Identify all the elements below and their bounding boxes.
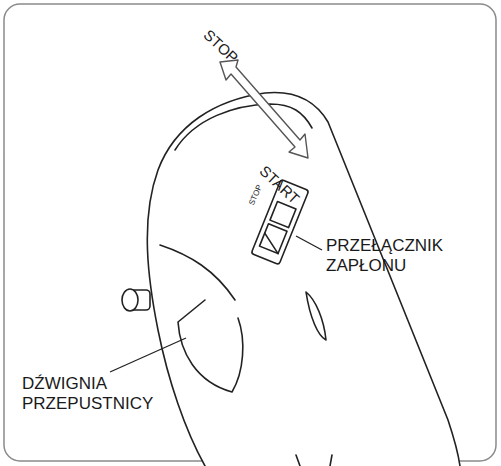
leader-line (296, 236, 322, 250)
part-label: PRZEŁĄCZNIK ZAPŁONU (326, 236, 456, 275)
ignition-switch (259, 224, 287, 254)
direction-arrow (220, 60, 308, 158)
part-label: DŹWIGNIA PRZEPUSTNICY (22, 374, 172, 413)
direction-arrow (220, 60, 308, 158)
throttle-lever (178, 300, 243, 392)
lock-button (122, 289, 138, 311)
handle-slot (306, 292, 326, 340)
housing-edge (160, 245, 235, 300)
switch-detail (259, 233, 283, 253)
shaft (296, 455, 332, 466)
leader-line (110, 338, 186, 372)
